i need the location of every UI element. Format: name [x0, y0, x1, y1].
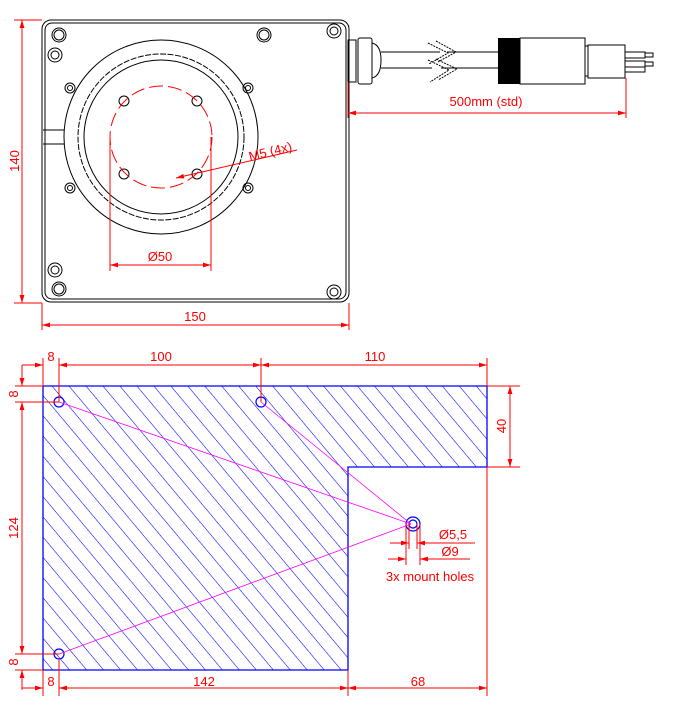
dim-top-100: 100	[150, 349, 172, 364]
bolt-circle-dim-label: Ø50	[148, 249, 173, 264]
mount-hole-detail	[405, 516, 421, 532]
dim-left-124: 124	[6, 517, 21, 539]
dim-bottom-142: 142	[193, 674, 215, 689]
stage-housing	[41, 19, 350, 303]
dim-left-8-top: 8	[6, 390, 21, 397]
rotary-ring	[63, 39, 259, 235]
height-dim-label: 140	[7, 150, 22, 172]
dim-top-8: 8	[47, 349, 54, 364]
knurled-grip	[498, 38, 520, 84]
dim-left-8-bottom: 8	[6, 658, 21, 665]
hole-inner-dim: Ø5,5	[439, 527, 467, 542]
thread-label: M5 (4x)	[247, 139, 293, 164]
dim-bottom-68: 68	[411, 674, 425, 689]
dim-right-40: 40	[494, 419, 509, 433]
width-dim-label: 150	[184, 309, 206, 324]
mount-holes-note: 3x mount holes	[386, 569, 475, 584]
housing-slot	[43, 129, 64, 145]
hole-outer-dim: Ø9	[441, 544, 458, 559]
corner-holes	[47, 23, 342, 300]
connector-body	[519, 37, 586, 85]
stage-top-view: 140 150 Ø50 M5 (4x)	[7, 19, 350, 330]
dim-bottom-8: 8	[47, 674, 54, 689]
mount-footprint-view: 8 100 110 40 8 124 8 8 142 68 Ø5,5 Ø9 3x…	[6, 349, 520, 696]
cable-length-label: 500mm (std)	[450, 94, 523, 109]
dim-top-110: 110	[365, 349, 386, 364]
leader-lines	[58, 401, 412, 655]
cable-assembly: 500mm (std)	[347, 37, 654, 118]
